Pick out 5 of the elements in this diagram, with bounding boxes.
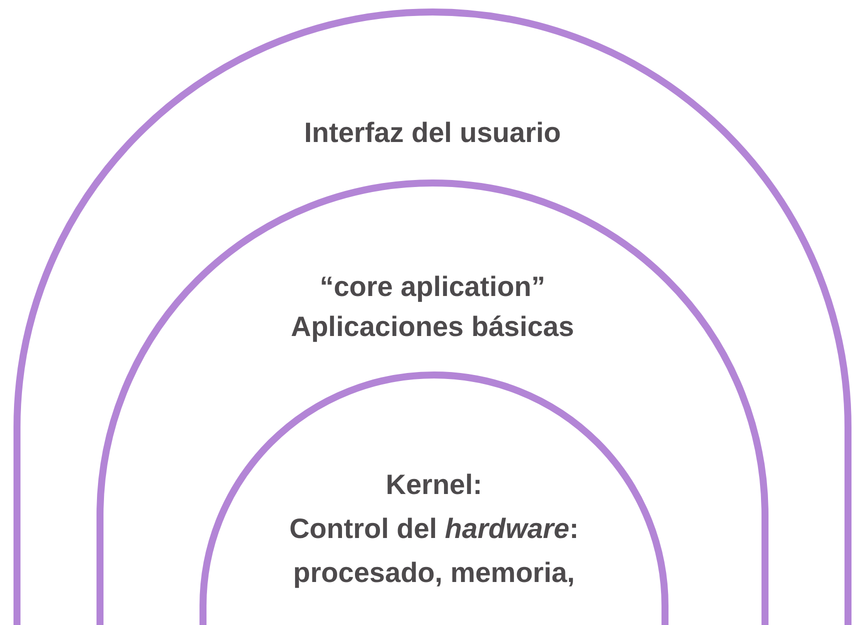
layer-label: “core aplication” <box>320 270 546 304</box>
layer-label: Kernel: <box>386 468 482 502</box>
layer-label: Interfaz del usuario <box>304 116 561 150</box>
layer-label: Aplicaciones básicas <box>290 310 574 344</box>
layer-label: Control del hardware: procesado, memoria, <box>288 512 580 590</box>
